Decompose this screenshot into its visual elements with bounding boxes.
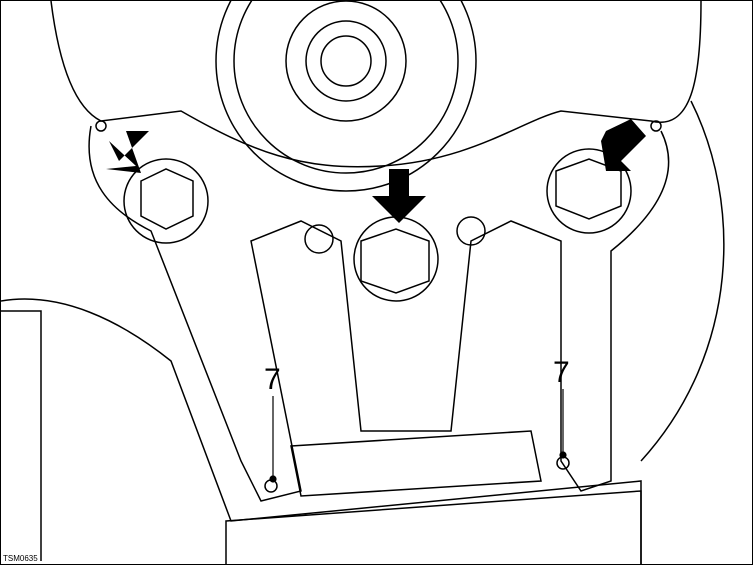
callout-label-right: 7 bbox=[553, 356, 570, 389]
arrows bbox=[106, 119, 646, 223]
housing-outline bbox=[1, 1, 725, 564]
callout-label-left: 7 bbox=[264, 363, 281, 396]
callout-leaders bbox=[269, 389, 567, 483]
ring-gear bbox=[215, 1, 477, 192]
figure-code: TSM0635 bbox=[3, 554, 38, 563]
arrow-icon bbox=[601, 119, 646, 171]
arrow-icon bbox=[106, 131, 149, 173]
arrow-icon bbox=[372, 169, 426, 223]
